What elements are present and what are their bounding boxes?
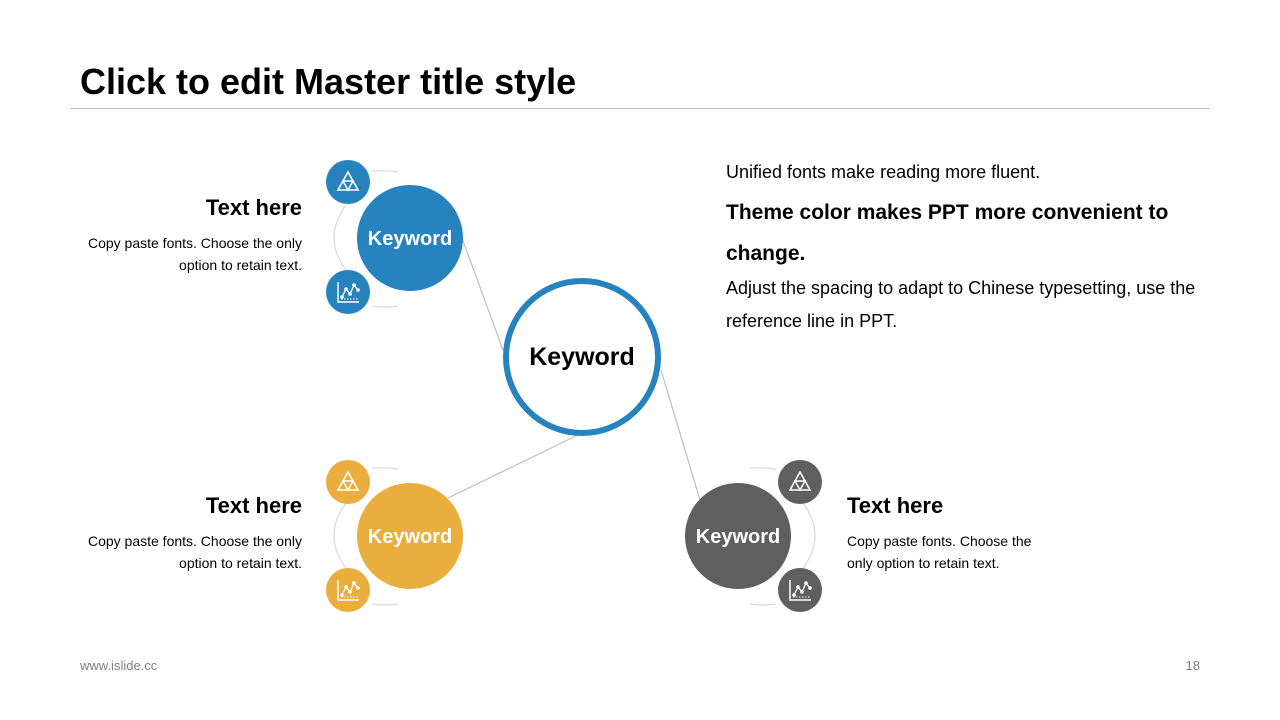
triangle-icon [778,460,822,504]
info-line-3: Adjust the spacing to adapt to Chinese t… [726,278,1196,331]
connector-line [461,237,504,351]
connector-line [447,434,579,499]
footer-website: www.islide.cc [80,658,158,673]
chart-icon [326,568,370,612]
decorative-arc [333,502,347,569]
bottom-left-node-label: Keyword [367,526,453,548]
decorative-arc [371,305,399,308]
decorative-arc [802,502,816,569]
bottom-right-node-circle [685,483,791,589]
top-left-node-label: Keyword [367,228,453,250]
bottom-right-node-label: Keyword [695,526,781,548]
top-left-description: Copy paste fonts. Choose the only option… [87,235,302,273]
top-left-node-circle [357,185,463,291]
top-left-heading: Text here [205,195,302,220]
title-divider [70,108,1210,109]
chart-icon [778,568,822,612]
connector-line [660,369,701,501]
slide-title: Click to edit Master title style [80,61,577,102]
info-line-2: Theme color makes PPT more convenient to… [726,201,1169,265]
bottom-left-description: Copy paste fonts. Choose the only option… [87,533,302,571]
page-number: 18 [1185,658,1200,673]
center-node-label: Keyword [529,343,635,371]
bottom-right-heading: Text here [847,493,944,518]
triangle-icon [326,160,370,204]
bottom-left-heading: Text here [205,493,302,518]
decorative-arc [333,204,347,271]
center-node-circle [503,278,661,436]
decorative-arc [749,467,777,470]
bottom-left-node-circle [357,483,463,589]
decorative-arc [749,603,777,606]
bottom-right-description: Copy paste fonts. Choose the only option… [847,533,1032,571]
decorative-arc [371,467,399,470]
triangle-icon [326,460,370,504]
decorative-arc [371,603,399,606]
chart-icon [326,270,370,314]
info-line-1: Unified fonts make reading more fluent. [726,162,1041,182]
decorative-arc [371,170,399,173]
